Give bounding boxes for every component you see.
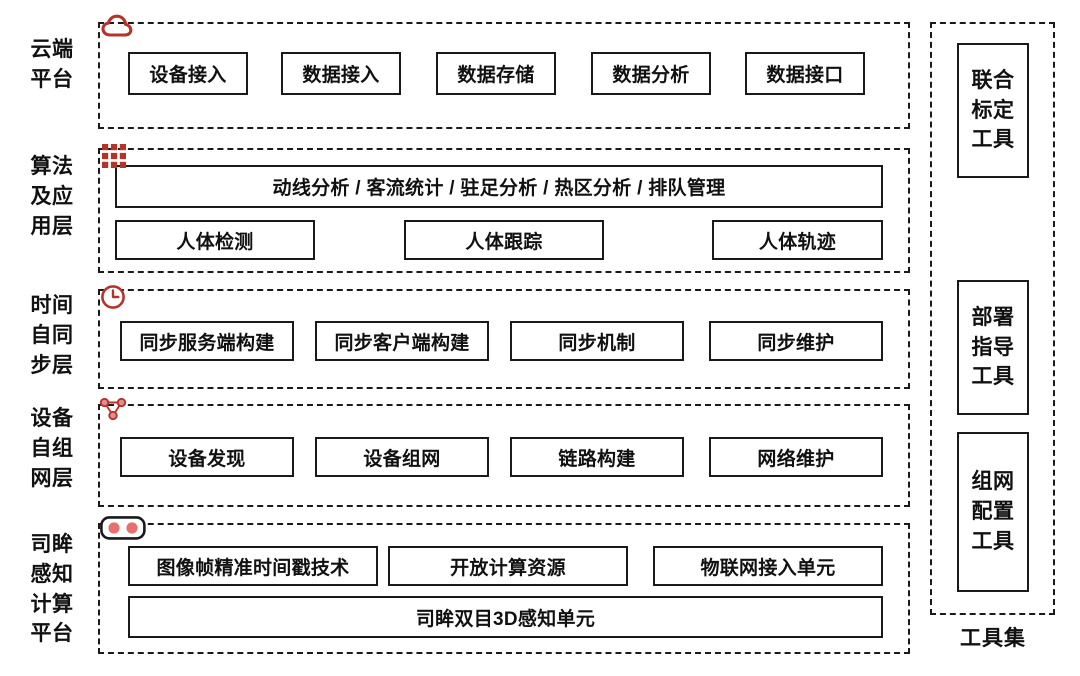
tool-box-label: 联合 标定 工具 (972, 66, 1015, 155)
layer-label-line: 及应 (30, 184, 74, 208)
item-box[interactable]: 物联网接入单元 (653, 546, 883, 586)
stereo-camera-icon (100, 516, 146, 540)
item-label: 设备接入 (149, 65, 227, 86)
tool-label-line: 组网 (971, 470, 1015, 494)
tool-label-line: 工具 (971, 529, 1015, 553)
item-label: 图像帧精准时间戳技术 (156, 557, 350, 579)
item-label: 数据存储 (457, 65, 535, 86)
item-label: 设备发现 (168, 448, 246, 470)
item-label: 人体轨迹 (758, 231, 837, 253)
layer-label-line: 云端 (30, 38, 74, 61)
item-label: 同步客户端构建 (334, 332, 470, 354)
item-label: 人体跟踪 (465, 231, 543, 253)
mesh-network-icon (99, 396, 129, 424)
item-label: 同步维护 (757, 332, 835, 354)
tool-box-network-config[interactable]: 组网 配置 工具 (957, 432, 1029, 592)
item-box[interactable]: 同步机制 (510, 321, 684, 361)
grid-dots-icon (101, 143, 127, 169)
layer-label-line: 平台 (30, 67, 74, 91)
item-box[interactable]: 同步客户端构建 (315, 321, 489, 361)
layer-label-siti-perception-platform: 司眸 感知 计算 平台 (14, 530, 90, 649)
item-box[interactable]: 司眸双目3D感知单元 (128, 596, 883, 638)
layer-label-line: 计算 (30, 592, 74, 616)
layer-label-line: 用层 (30, 214, 74, 238)
item-box[interactable]: 人体检测 (115, 220, 315, 260)
tool-label-line: 指导 (971, 335, 1015, 359)
tool-label-line: 工具 (971, 128, 1015, 152)
item-box[interactable]: 同步服务端构建 (120, 321, 294, 361)
tool-box-deployment-guide[interactable]: 部署 指导 工具 (957, 280, 1029, 415)
item-label: 网络维护 (757, 448, 835, 470)
item-label: 数据分析 (612, 65, 690, 86)
layer-label-line: 感知 (30, 562, 74, 586)
item-box[interactable]: 同步维护 (709, 321, 883, 361)
item-label: 物联网接入单元 (700, 557, 836, 579)
tool-label-line: 联合 (971, 68, 1015, 92)
item-label: 数据接口 (766, 65, 844, 86)
tool-label-line: 配置 (971, 500, 1015, 524)
layer-label-line: 司眸 (30, 533, 74, 556)
item-box[interactable]: 人体跟踪 (404, 220, 604, 260)
item-label: 动线分析 / 客流统计 / 驻足分析 / 热区分析 / 排队管理 (272, 178, 726, 199)
layer-label-line: 自同 (30, 323, 74, 347)
item-box[interactable]: 数据存储 (436, 52, 556, 95)
item-box[interactable]: 人体轨迹 (712, 220, 883, 260)
layer-label-line: 步层 (30, 353, 74, 377)
item-label: 设备组网 (363, 448, 441, 470)
item-label: 人体检测 (176, 231, 254, 253)
layer-label-device-mesh-network: 设备 自组 网层 (14, 404, 90, 493)
item-box[interactable]: 动线分析 / 客流统计 / 驻足分析 / 热区分析 / 排队管理 (115, 165, 883, 208)
item-label: 同步服务端构建 (139, 332, 275, 354)
item-box[interactable]: 设备组网 (315, 437, 489, 477)
item-label: 链路构建 (558, 448, 636, 470)
clock-icon (100, 284, 126, 310)
layer-label-line: 自组 (30, 436, 74, 460)
layer-label-line: 算法 (30, 155, 74, 178)
layer-label-cloud-platform: 云端 平台 (14, 35, 90, 95)
layer-label-algorithm-application: 算法 及应 用层 (14, 152, 90, 241)
layer-label-line: 设备 (30, 407, 74, 430)
item-label: 同步机制 (558, 332, 636, 354)
item-box[interactable]: 图像帧精准时间戳技术 (128, 546, 378, 586)
layer-label-line: 时间 (30, 294, 74, 317)
tool-box-label: 部署 指导 工具 (972, 303, 1015, 392)
layer-label-line: 网层 (30, 466, 74, 490)
tool-box-joint-calibration[interactable]: 联合 标定 工具 (957, 43, 1029, 178)
tool-label-line: 工具 (971, 365, 1015, 389)
tool-label-line: 标定 (971, 98, 1015, 122)
item-box[interactable]: 设备发现 (120, 437, 294, 477)
item-label: 数据接入 (302, 65, 380, 86)
tool-box-label: 组网 配置 工具 (972, 467, 1015, 556)
item-label: 司眸双目3D感知单元 (415, 608, 596, 630)
item-box[interactable]: 链路构建 (510, 437, 684, 477)
item-box[interactable]: 开放计算资源 (388, 546, 628, 586)
cloud-icon (101, 13, 133, 39)
item-label: 开放计算资源 (450, 557, 566, 579)
toolset-caption: 工具集 (960, 627, 1026, 650)
layer-label-time-sync: 时间 自同 步层 (14, 291, 90, 380)
item-box[interactable]: 数据接口 (745, 52, 865, 95)
item-box[interactable]: 网络维护 (709, 437, 883, 477)
item-box[interactable]: 数据接入 (281, 52, 401, 95)
item-box[interactable]: 设备接入 (128, 52, 248, 95)
item-box[interactable]: 数据分析 (591, 52, 711, 95)
layer-label-line: 平台 (30, 622, 74, 646)
tool-label-line: 部署 (971, 305, 1015, 329)
